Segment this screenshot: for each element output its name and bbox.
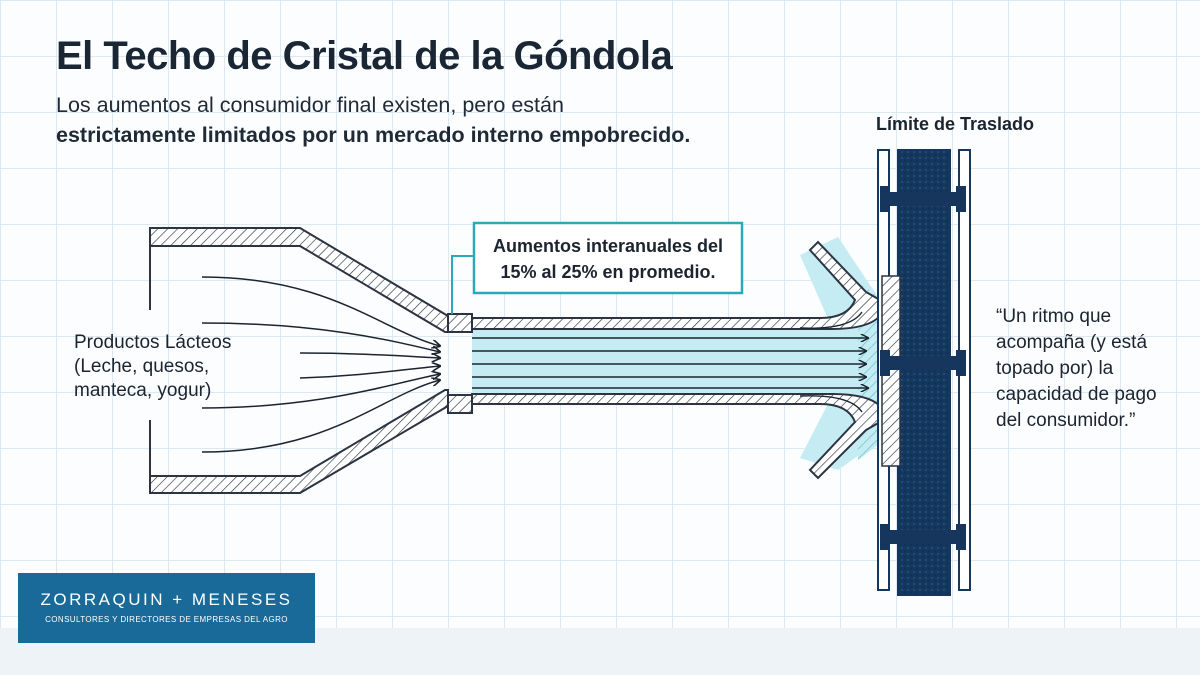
- subtitle-line-1: Los aumentos al consumidor final existen…: [56, 93, 564, 117]
- input-label: Productos Lácteos (Leche, quesos, mantec…: [74, 332, 231, 401]
- input-label-line-2: (Leche, quesos,: [74, 356, 209, 377]
- subtitle-line-2: estrictamente limitados por un mercado i…: [56, 123, 691, 147]
- funnel-walls: [149, 227, 449, 494]
- quote-line-4: capacidad de pago: [996, 384, 1157, 405]
- callout: Aumentos interanuales del 15% al 25% en …: [451, 221, 744, 314]
- logo-brand: ZORRAQUIN + MENESES: [40, 590, 293, 609]
- page-subtitle: Los aumentos al consumidor final existen…: [56, 90, 756, 150]
- grid-background: [0, 0, 1200, 628]
- wall-label: Límite de Traslado: [876, 114, 1034, 134]
- quote-line-1: “Un ritmo que: [996, 306, 1111, 327]
- funnel-diagram: Aumentos interanuales del 15% al 25% en …: [74, 114, 1157, 596]
- quote-line-3: topado por) la: [996, 358, 1114, 379]
- company-logo: ZORRAQUIN + MENESES CONSULTORES Y DIRECT…: [18, 573, 315, 643]
- quote-line-2: acompaña (y está: [996, 332, 1147, 353]
- pipe-walls: [471, 240, 881, 480]
- callout-line-1: Aumentos interanuales del: [493, 236, 723, 256]
- logo-tagline: CONSULTORES Y DIRECTORES DE EMPRESAS DEL…: [45, 615, 288, 624]
- input-label-line-1: Productos Lácteos: [74, 332, 231, 353]
- ceiling-wall: [877, 149, 971, 596]
- flow-lines: [201, 276, 440, 453]
- pipe-flow-lines: [472, 311, 868, 413]
- page-title: El Techo de Cristal de la Góndola: [56, 34, 673, 78]
- quote: “Un ritmo que acompaña (y está topado po…: [996, 306, 1157, 431]
- pipe-flange: [447, 313, 473, 414]
- quote-line-5: del consumidor.”: [996, 410, 1135, 431]
- input-label-line-3: manteca, yogur): [74, 380, 211, 401]
- callout-line-2: 15% al 25% en promedio.: [500, 262, 715, 282]
